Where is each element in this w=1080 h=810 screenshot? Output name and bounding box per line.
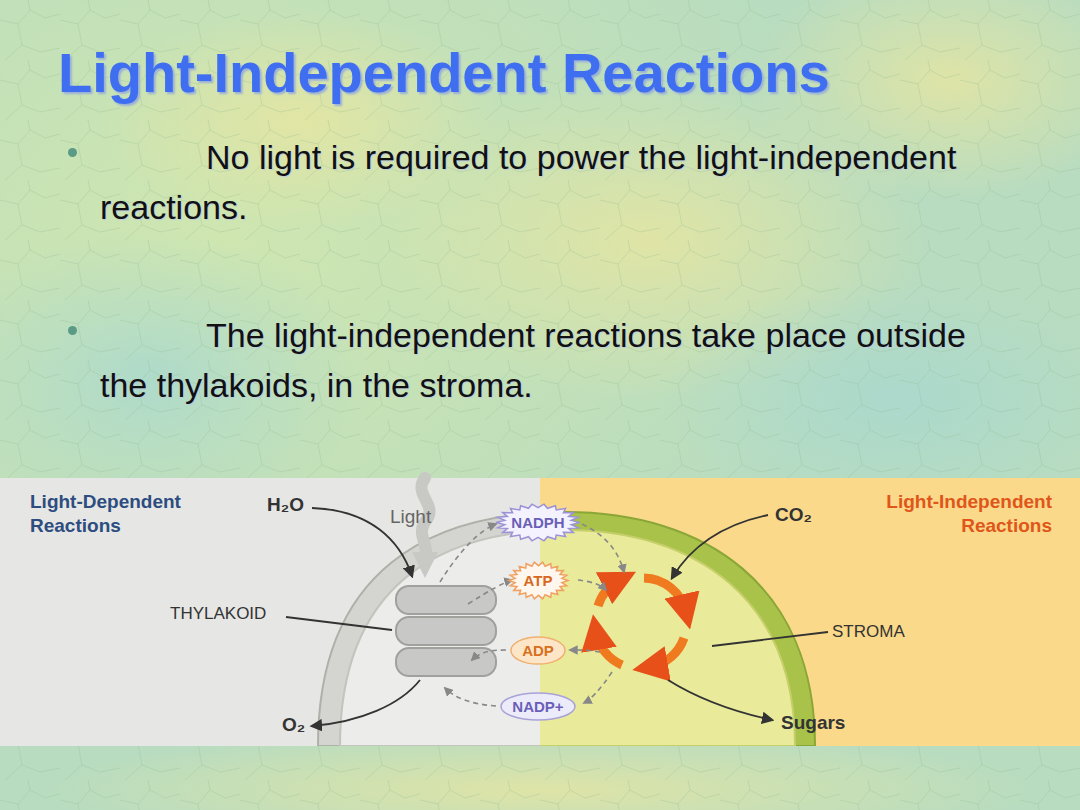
atp-badge: ATP (509, 562, 568, 599)
part-label: STROMA (832, 622, 905, 642)
panel-heading: Light-Independent Reactions (822, 490, 1052, 538)
slide-title: Light-Independent Reactions (58, 40, 830, 105)
bullet-text: The light-independent reactions take pla… (100, 310, 1010, 410)
panel-heading: Light-Dependent Reactions (30, 490, 240, 538)
chloroplast-right (540, 512, 815, 746)
nadp-badge: NADP+ (501, 693, 575, 720)
calvin-cycle (596, 578, 686, 667)
badge-text: NADPH (496, 514, 580, 531)
part-label: THYLAKOID (170, 604, 266, 624)
bullet-dot (68, 326, 77, 335)
bullet-text: No light is required to power the light-… (100, 132, 960, 232)
molecule-label: CO₂ (775, 504, 812, 526)
light-beam-head (412, 552, 438, 578)
nadph-badge: NADPH (496, 504, 580, 541)
molecule-label: O₂ (282, 714, 305, 736)
flow-arrows (286, 508, 828, 726)
badge-text: ADP (511, 642, 565, 659)
badge-text: NADP+ (501, 698, 575, 715)
dashed-arrows (440, 524, 624, 706)
molecule-label: H₂O (267, 494, 304, 516)
bullet-dot (68, 148, 77, 157)
thylakoid-stack (396, 586, 496, 676)
light-label: Light (390, 506, 431, 528)
adp-badge: ADP (511, 637, 565, 664)
molecule-label: Sugars (781, 712, 845, 734)
badge-text: ATP (509, 572, 568, 589)
